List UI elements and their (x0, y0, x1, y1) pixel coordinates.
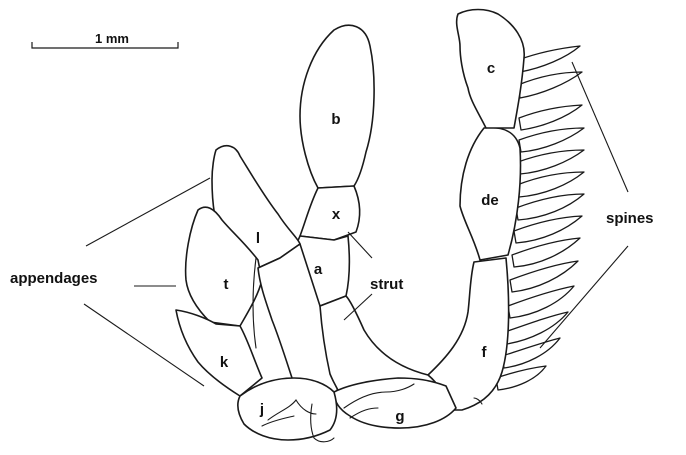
spine (517, 172, 584, 197)
spine (519, 105, 582, 130)
spine (519, 128, 584, 152)
callout-strut: strut (370, 276, 403, 293)
plate-b (300, 25, 374, 188)
plate-label-j: j (259, 401, 264, 418)
plate-label-x: x (332, 206, 341, 223)
plate-label-t: t (224, 276, 229, 293)
scale-bar-label: 1 mm (95, 31, 129, 46)
spine (518, 150, 584, 174)
scale-bar: 1 mm (32, 31, 178, 48)
plate-label-a: a (314, 261, 323, 278)
plate-x (300, 186, 360, 240)
plate-label-k: k (220, 354, 229, 371)
plate-j (238, 378, 337, 440)
plate-label-c: c (487, 60, 495, 77)
plate-label-b: b (331, 111, 340, 128)
callout-appendages: appendages (10, 270, 98, 287)
spine (518, 72, 582, 98)
leader-strut-upper (348, 232, 372, 258)
plate-label-de: de (481, 192, 499, 209)
plate-label-g: g (395, 408, 404, 425)
plate-label-l: l (256, 230, 260, 247)
spine (518, 46, 580, 72)
callout-spines: spines (606, 210, 654, 227)
